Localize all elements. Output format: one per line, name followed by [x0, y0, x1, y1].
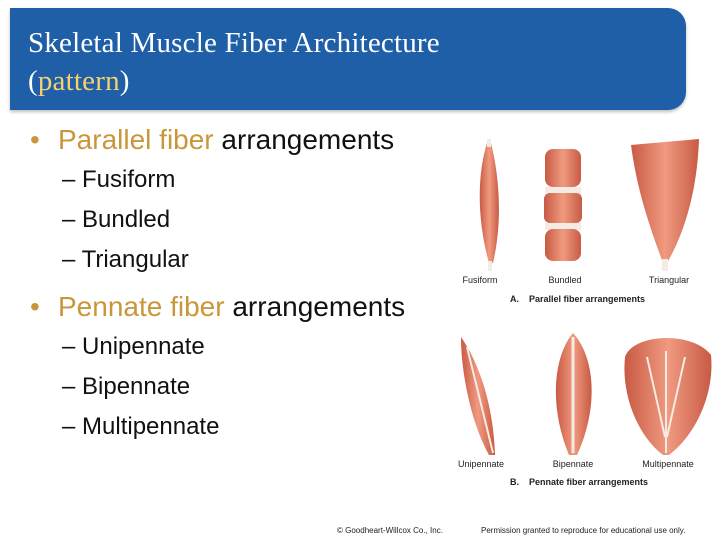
- title-close-paren: ): [119, 65, 130, 97]
- parallel-muscle-illustrations: [479, 139, 699, 271]
- slide-title: Skeletal Muscle Fiber Architecture (patt…: [28, 24, 440, 100]
- label-unipennate: Unipennate: [457, 459, 505, 469]
- title-open-paren: (: [28, 65, 38, 97]
- figure-panel-pennate: Unipennate Bipennate Multipennate B.Penn…: [453, 327, 718, 493]
- bullet-rest: arrangements: [224, 291, 406, 322]
- bullet-highlight: Parallel fiber: [58, 124, 214, 155]
- triangular-muscle: [631, 139, 699, 271]
- subitem-fusiform: – Fusiform: [62, 166, 176, 193]
- label-bipennate: Bipennate: [552, 459, 594, 469]
- bullet-dot: •: [30, 124, 40, 155]
- multipennate-muscle: [624, 337, 712, 455]
- unipennate-muscle: [461, 337, 495, 455]
- muscle-figure: Fusiform Bundled Triangular A.Parallel f…: [453, 135, 718, 493]
- label-triangular: Triangular: [648, 275, 690, 285]
- permission-text: Permission granted to reproduce for educ…: [481, 526, 686, 535]
- title-accent: pattern: [37, 65, 120, 97]
- title-line1: Skeletal Muscle Fiber Architecture: [28, 27, 440, 59]
- fusiform-muscle: [479, 139, 499, 271]
- bullet-list: •Parallel fiber arrangements – Fusiform …: [30, 120, 460, 447]
- subitem-triangular: – Triangular: [62, 246, 189, 273]
- bullet-rest: arrangements: [213, 124, 395, 155]
- bullet-pennate: • Pennate fiber arrangements: [30, 287, 460, 327]
- subitem-unipennate: – Unipennate: [62, 333, 205, 360]
- copyright-text: © Goodheart-Willcox Co., Inc.: [337, 526, 443, 535]
- subitem-bipennate: – Bipennate: [62, 373, 191, 400]
- bundled-muscle: [544, 149, 582, 261]
- bullet-parallel: • Parallel fiber arrangements: [30, 120, 460, 160]
- label-bundled: Bundled: [548, 275, 582, 285]
- bipennate-muscle: [555, 333, 592, 455]
- figure-panel-parallel: Fusiform Bundled Triangular A.Parallel f…: [453, 135, 718, 307]
- label-multipennate: Multipennate: [642, 459, 694, 469]
- label-fusiform: Fusiform: [462, 275, 498, 285]
- caption-panel-a: A.Parallel fiber arrangements: [510, 294, 646, 304]
- bullet-dot: •: [30, 291, 40, 322]
- pennate-muscle-illustrations: [461, 333, 712, 455]
- caption-panel-b: B.Pennate fiber arrangements: [510, 477, 649, 487]
- subitem-bundled: – Bundled: [62, 206, 171, 233]
- bullet-highlight: Pennate fiber: [58, 291, 225, 322]
- title-bar: Skeletal Muscle Fiber Architecture (patt…: [10, 8, 686, 110]
- subitem-multipennate: – Multipennate: [62, 413, 220, 440]
